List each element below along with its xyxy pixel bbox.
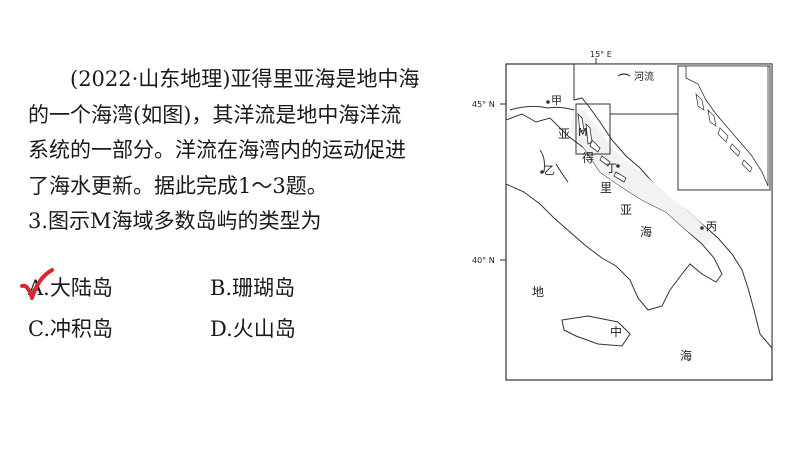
label-yi: 乙	[544, 164, 555, 177]
question-line-1: (2022·山东地理)亚得里亚海是地中海	[70, 67, 420, 91]
meridian-label: 15° E	[590, 50, 612, 59]
options-row-2: C.冲积岛 D.火山岛	[28, 313, 468, 354]
label-jia: 甲	[551, 94, 562, 107]
option-c[interactable]: C.冲积岛	[28, 317, 113, 341]
option-b[interactable]: B.珊瑚岛	[210, 276, 296, 300]
question-line-2: 的一个海湾(如图)，其洋流是地中海洋流	[28, 102, 402, 127]
label-de: 得	[582, 150, 594, 165]
question-line-4: 了海水更新。据此完成1～3题。	[28, 173, 328, 198]
latitude-40-label: 40° N	[472, 256, 495, 265]
option-d[interactable]: D.火山岛	[210, 317, 296, 341]
label-m: M	[578, 126, 588, 139]
question-line-3: 系统的一部分。洋流在海湾内的运动促进	[28, 138, 406, 162]
label-hai-2: 海	[680, 348, 692, 363]
options-row-1: A.大陆岛 B.珊瑚岛	[20, 268, 468, 313]
label-ya-1: 亚	[558, 127, 570, 141]
label-hai-1: 海	[640, 224, 652, 239]
latitude-45-label: 45° N	[472, 100, 495, 109]
legend-river-label: 河流	[634, 70, 654, 83]
checkmark-icon	[20, 268, 54, 300]
question-text: (2022·山东地理)亚得里亚海是地中海 的一个海湾(如图)，其洋流是地中海洋流…	[28, 62, 468, 240]
label-di: 地	[532, 285, 544, 299]
label-ya-2: 亚	[620, 203, 632, 217]
label-li: 里	[600, 181, 612, 195]
answer-options: A.大陆岛 B.珊瑚岛 C.冲积岛 D.火山岛	[20, 268, 468, 354]
label-ding: 丁	[606, 162, 617, 175]
label-bing: 丙	[706, 220, 717, 233]
label-zhong: 中	[610, 324, 622, 339]
question-stem: 3.图示M海域多数岛屿的类型为	[28, 209, 322, 233]
adriatic-sea-map: 15° E 45° N 40° N 河流 甲 乙 丙 丁 M 亚 得 里 亚 海…	[472, 50, 773, 381]
